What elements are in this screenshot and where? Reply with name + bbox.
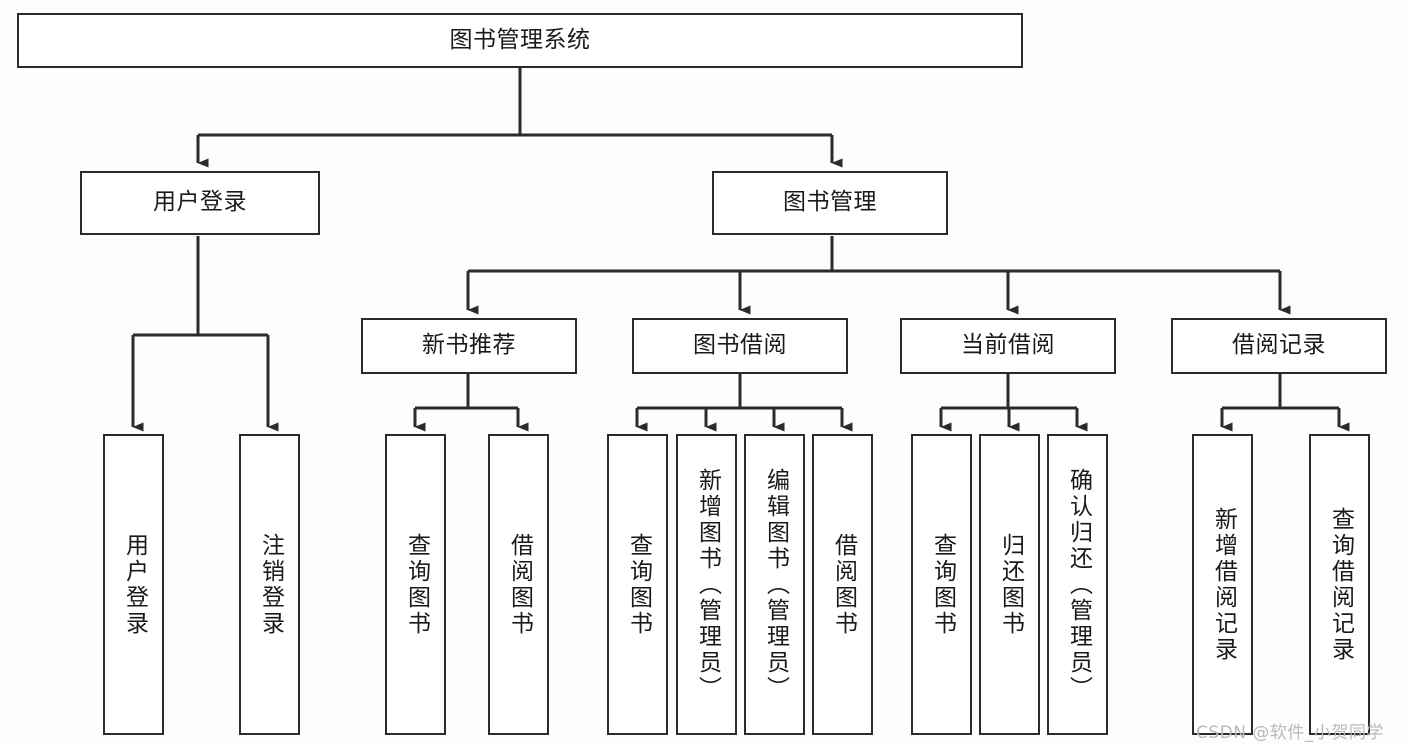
node-leaf-borrow-book-2-label: 借阅图书 [830, 532, 857, 637]
node-current-borrow[interactable]: 当前借阅 [900, 318, 1116, 374]
node-leaf-add-record[interactable]: 新增借阅记录 [1192, 434, 1253, 735]
node-leaf-query-book-3-label: 查询图书 [929, 532, 956, 637]
node-leaf-logout-login[interactable]: 注销登录 [239, 434, 300, 735]
node-root-label: 图书管理系统 [449, 26, 591, 53]
node-user-login-label: 用户登录 [153, 189, 247, 216]
node-leaf-add-record-label: 新增借阅记录 [1210, 506, 1237, 663]
node-leaf-user-login[interactable]: 用户登录 [103, 434, 164, 735]
node-root[interactable]: 图书管理系统 [17, 13, 1023, 68]
node-leaf-borrow-book-2[interactable]: 借阅图书 [812, 434, 873, 735]
node-leaf-logout-login-label: 注销登录 [257, 532, 284, 637]
node-borrow-record[interactable]: 借阅记录 [1171, 318, 1387, 374]
csdn-watermark: CSDN @软件_小贺同学 [1196, 723, 1384, 743]
node-leaf-borrow-book-1-label: 借阅图书 [506, 532, 533, 637]
node-user-login[interactable]: 用户登录 [80, 171, 320, 235]
node-borrow-record-label: 借阅记录 [1232, 332, 1326, 359]
node-leaf-query-book-2-label: 查询图书 [625, 532, 652, 637]
node-leaf-query-record[interactable]: 查询借阅记录 [1309, 434, 1370, 735]
node-leaf-add-book[interactable]: 新增图书（管理员） [676, 434, 737, 735]
node-book-management-label: 图书管理 [783, 189, 877, 216]
node-leaf-confirm-return-label: 确认归还（管理员） [1065, 467, 1092, 702]
node-leaf-query-book-2[interactable]: 查询图书 [607, 434, 668, 735]
node-leaf-borrow-book-1[interactable]: 借阅图书 [488, 434, 549, 735]
node-book-management[interactable]: 图书管理 [712, 171, 948, 235]
node-book-borrow-label: 图书借阅 [693, 332, 787, 359]
node-new-book-recommend-label: 新书推荐 [422, 332, 516, 359]
node-leaf-query-book-1-label: 查询图书 [403, 532, 430, 637]
node-leaf-edit-book-label: 编辑图书（管理员） [762, 467, 789, 702]
node-new-book-recommend[interactable]: 新书推荐 [361, 318, 577, 374]
node-leaf-query-book-1[interactable]: 查询图书 [385, 434, 446, 735]
node-leaf-query-book-3[interactable]: 查询图书 [911, 434, 972, 735]
node-current-borrow-label: 当前借阅 [961, 332, 1055, 359]
node-leaf-return-book[interactable]: 归还图书 [979, 434, 1040, 735]
node-leaf-return-book-label: 归还图书 [997, 532, 1024, 637]
node-book-borrow[interactable]: 图书借阅 [632, 318, 848, 374]
node-leaf-query-record-label: 查询借阅记录 [1327, 506, 1354, 663]
node-leaf-add-book-label: 新增图书（管理员） [694, 467, 721, 702]
node-leaf-user-login-label: 用户登录 [121, 532, 148, 637]
node-leaf-edit-book[interactable]: 编辑图书（管理员） [744, 434, 805, 735]
node-leaf-confirm-return[interactable]: 确认归还（管理员） [1047, 434, 1108, 735]
